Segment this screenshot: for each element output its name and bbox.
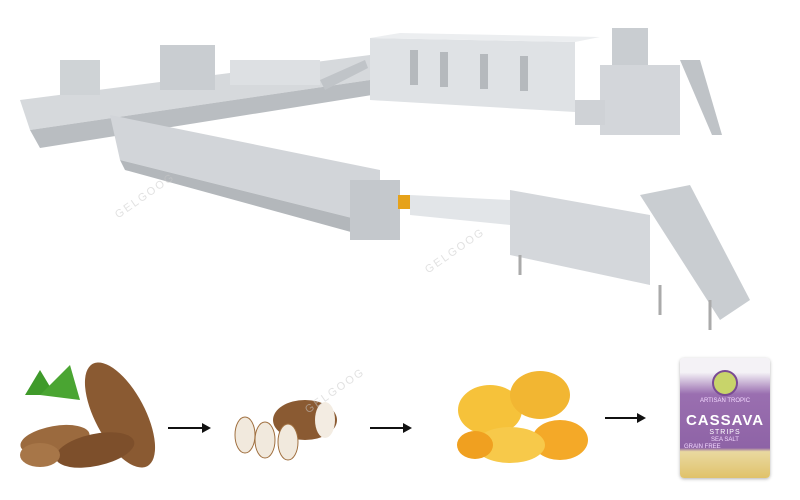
package-flavor: SEA SALT xyxy=(711,437,739,443)
cassava-strips-package: ARTISAN TROPIC CASSAVA STRIPS SEA SALT G… xyxy=(680,358,770,478)
arrow-2 xyxy=(370,423,412,433)
package-badge: GRAIN FREE xyxy=(684,444,721,450)
fried-chips xyxy=(457,371,588,463)
lower-processing-line xyxy=(110,115,750,330)
package-brand: ARTISAN TROPIC xyxy=(699,398,751,404)
packing-machine xyxy=(575,28,722,135)
seasoning-tunnel xyxy=(370,33,600,112)
package-name: CASSAVA xyxy=(685,412,765,429)
cassava-roots xyxy=(20,362,156,468)
peeled-slices xyxy=(234,400,337,461)
package-subname: STRIPS xyxy=(709,429,741,436)
arrow-3 xyxy=(605,413,646,423)
brand-logo-icon xyxy=(712,370,738,396)
arrow-1 xyxy=(168,423,211,433)
